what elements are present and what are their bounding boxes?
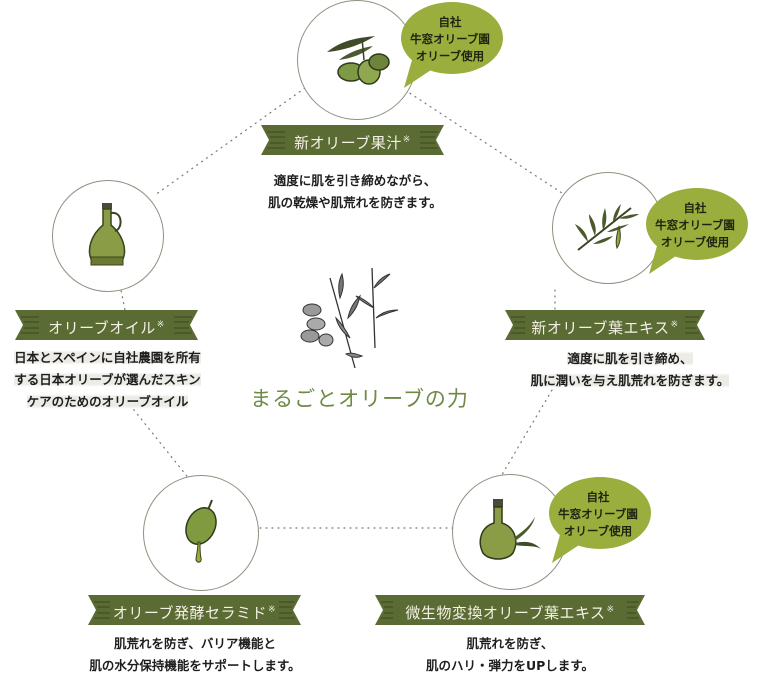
olive-drop-icon [185, 499, 217, 563]
center-title: まるごとオリーブの力 [250, 387, 469, 411]
banner-new-olive-leaf-extract: 新オリーブ葉エキス※ [505, 310, 705, 340]
banner-label: 新オリーブ果汁 [294, 134, 402, 152]
flask-leaf-icon [479, 499, 541, 560]
banner-olive-fermented-ceramide: オリーブ発酵セラミド※ [88, 595, 301, 625]
note-mark: ※ [606, 605, 615, 615]
olive-fruit-icon [327, 36, 390, 85]
banner-olive-oil: オリーブオイル※ [15, 310, 198, 340]
olive-branch-sketch-icon [300, 268, 399, 369]
banner-label: 新オリーブ葉エキス [531, 319, 670, 337]
flask-leaf-circle [452, 474, 568, 590]
desc-olive-fermented-ceramide: 肌荒れを防ぎ、バリア機能と 肌の水分保持機能をサポートします。 [89, 636, 301, 673]
note-mark: ※ [670, 320, 679, 330]
olive-leaf-circle [552, 172, 664, 284]
note-mark: ※ [268, 605, 277, 615]
own-farm-badge: 自社 牛窓オリーブ園 オリーブ使用 [548, 477, 652, 563]
olive-leaf-drop-icon [575, 204, 639, 251]
desc-microbe-olive-leaf-extract: 肌荒れを防ぎ、 肌のハリ・弾力をUPします。 [425, 636, 595, 673]
desc-new-olive-juice: 適度に肌を引き締めながら、 肌の乾燥や肌荒れを防ぎます。 [268, 173, 442, 210]
badge-line-3: オリーブ使用 [660, 235, 730, 249]
banner-microbe-olive-leaf-extract: 微生物変換オリーブ葉エキス※ [375, 595, 645, 625]
badge-line-2: 牛窓オリーブ園 [410, 32, 490, 46]
desc-olive-oil: 日本とスペインに自社農園を所有 する日本オリーブが選んだスキン ケアのためのオリ… [14, 350, 201, 409]
olive-drop-circle [143, 475, 259, 591]
olive-fruit-circle [297, 0, 417, 120]
badge-line-1: 自社 [438, 15, 462, 29]
badge-line-1: 自社 [683, 201, 707, 215]
oil-jug-icon [88, 203, 126, 266]
desc-new-olive-leaf-extract: 適度に肌を引き締め、 肌に潤いを与え肌荒れを防ぎます。 [530, 351, 730, 388]
note-mark: ※ [402, 135, 411, 145]
badge-line-2: 牛窓オリーブ園 [558, 507, 638, 521]
badge-line-1: 自社 [586, 490, 610, 504]
note-mark: ※ [156, 320, 165, 330]
oil-jug-circle [52, 180, 164, 292]
banner-label: オリーブオイル [48, 319, 156, 337]
banner-label: 微生物変換オリーブ葉エキス [405, 604, 606, 622]
banner-label: オリーブ発酵セラミド [112, 604, 268, 622]
badge-line-3: オリーブ使用 [563, 524, 633, 538]
banner-new-olive-juice: 新オリーブ果汁※ [261, 125, 444, 155]
badge-line-2: 牛窓オリーブ園 [655, 218, 735, 232]
own-farm-badge: 自社 牛窓オリーブ園 オリーブ使用 [645, 188, 749, 274]
own-farm-badge: 自社 牛窓オリーブ園 オリーブ使用 [400, 2, 504, 88]
badge-line-3: オリーブ使用 [415, 49, 485, 63]
